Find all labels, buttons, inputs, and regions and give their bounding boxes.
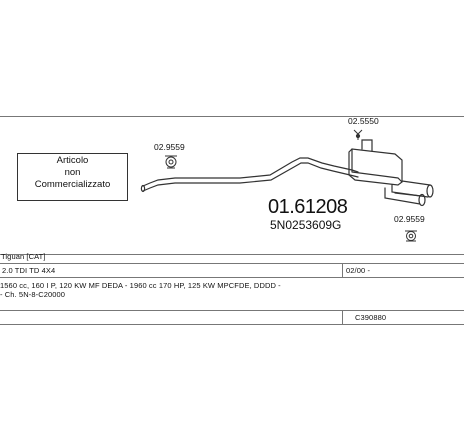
clamp-left-icon [165,155,177,169]
engine-specs: 1560 cc, 160 I P, 120 KW MF DEDA - 1960 … [0,281,281,290]
rear-silencer [348,148,403,186]
silencer-hanger [361,139,373,152]
tailpipe-lower [384,187,422,205]
article-line: Commercializzato [34,179,111,190]
engine-description: 2.0 TDI TD 4X4 [2,266,56,275]
article-not-marketed-box: Articolo non Commercializzato [17,153,128,201]
table-column-divider [342,263,343,277]
tailpipe-tip-lower [418,193,426,207]
table-divider [0,277,464,278]
rear-silencer-edges [351,148,403,183]
table-divider [0,324,464,325]
clamp-bottom-right-icon [405,230,417,242]
clamp-top-right-icon [353,129,363,140]
vehicle-model: Tiguan [CAT] [1,252,46,261]
part-number: 01.61208 [268,196,348,218]
clamp-bottom-right-label: 02.9559 [394,214,425,224]
date-range: 02/00 - [346,266,371,275]
exhaust-system-drawing [140,129,434,242]
article-line: non [64,167,81,178]
clamp-top-right-label: 02.5550 [348,116,379,126]
diagram-top-border [0,116,464,117]
clamp-left-label: 02.9559 [154,142,185,152]
table-divider [0,310,464,311]
tailpipe-tip-upper [426,184,434,198]
article-line: Articolo [56,155,89,166]
oe-number: 5N0253609G [270,218,342,232]
diagram-bottom-border [0,254,464,255]
main-pipe-upper [142,157,359,187]
pipe-inlet-end [140,184,146,193]
table-column-divider [342,310,343,324]
main-pipe-lower [142,162,359,192]
chassis-number: - Ch. 5N-8-C20000 [0,290,66,299]
table-divider [0,263,464,264]
catalog-code: C390880 [355,313,387,322]
